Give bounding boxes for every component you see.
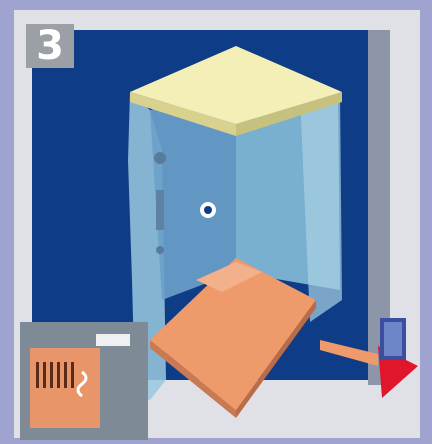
wall-outlet-face <box>384 322 402 356</box>
centre-fitting-core <box>204 206 212 214</box>
control-knob <box>156 246 164 254</box>
control-column <box>156 190 164 230</box>
inset-pipe <box>96 334 130 346</box>
shower-head <box>154 152 166 164</box>
step-number-badge: 3 <box>26 24 74 68</box>
